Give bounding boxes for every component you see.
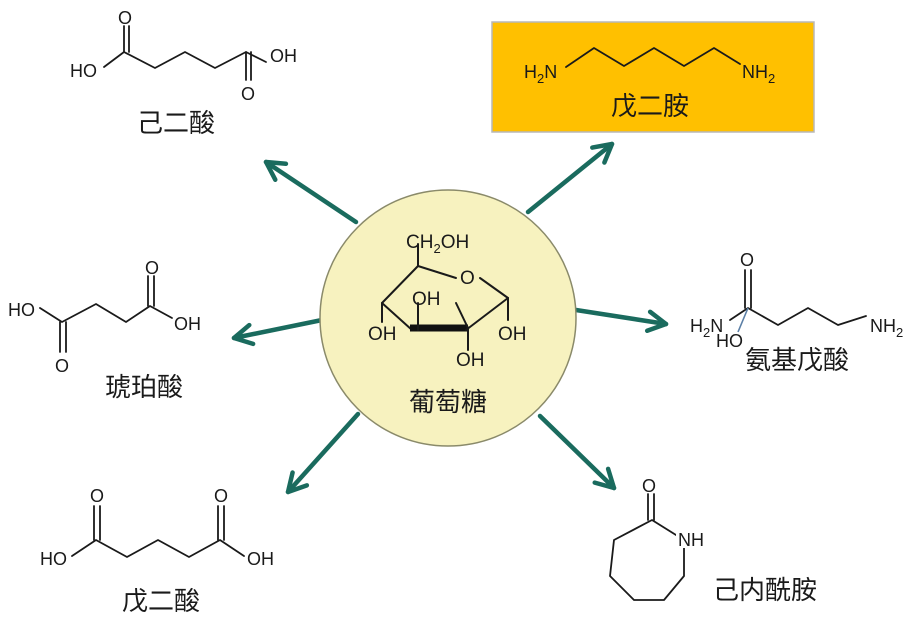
arrowhead	[592, 466, 617, 491]
oh-label: OH	[456, 350, 485, 371]
arrowhead	[644, 309, 669, 334]
amine-label: NH2	[870, 316, 903, 340]
hydroxyl-label: HO	[70, 61, 97, 81]
carbonyl-oxygen-label: O	[55, 356, 69, 376]
caprolactam-structure: O NH	[609, 476, 716, 601]
adipic-acid-structure: O HO OH O	[70, 8, 297, 104]
succinic-acid-label: 琥珀酸	[105, 373, 183, 403]
highlight-box	[491, 21, 815, 133]
glucose-node: CH2OH O OH OH OH OH 葡萄糖	[319, 189, 577, 447]
oh-label: OH	[368, 324, 397, 345]
amine-label: H2N	[690, 316, 723, 340]
adipic-acid: O HO OH O 己二酸	[70, 8, 297, 139]
arrowhead	[590, 141, 615, 165]
aminovaleric-acid-label: 氨基戊酸	[745, 346, 849, 376]
hydroxyl-label: HO	[8, 300, 35, 320]
caprolactam: O NH 己内酰胺	[609, 476, 817, 606]
glucose-circle	[319, 189, 577, 447]
carbonyl-oxygen-label: O	[90, 486, 104, 506]
arrows	[231, 141, 669, 495]
aminovaleric-acid: O H2N HO NH2 氨基戊酸	[690, 250, 903, 376]
ring-oxygen-label: O	[460, 268, 475, 289]
arrow-to-caprolactam	[537, 413, 617, 491]
carbonyl-oxygen-label: O	[214, 486, 228, 506]
oh-label: OH	[498, 324, 527, 345]
carbonyl-oxygen-label: O	[740, 250, 754, 270]
hydroxyl-label: OH	[270, 46, 297, 66]
cadaverine-label: 戊二胺	[611, 92, 689, 122]
arrow-to-glutaric-acid	[285, 411, 361, 495]
arrowhead	[231, 322, 256, 347]
hydroxyl-label: HO	[716, 331, 743, 351]
cadaverine-structure: H2N NH2	[524, 47, 775, 86]
ch2oh-label: CH2OH	[406, 232, 469, 256]
caprolactam-label: 己内酰胺	[713, 576, 817, 606]
glucose-structure: CH2OH O OH OH OH OH	[368, 232, 527, 371]
glucose-label: 葡萄糖	[409, 388, 487, 418]
hydroxyl-label: OH	[174, 314, 201, 334]
arrow-to-succinic-acid	[231, 317, 325, 347]
aminovaleric-acid-structure: O H2N HO NH2	[690, 250, 903, 351]
adipic-acid-label: 己二酸	[137, 109, 215, 139]
carbonyl-oxygen-label: O	[241, 84, 255, 104]
carbonyl-oxygen-label: O	[145, 258, 159, 278]
carbonyl-oxygen-label: O	[642, 476, 656, 496]
oh-label: OH	[412, 289, 441, 310]
glutaric-acid: O O HO OH 戊二酸	[40, 486, 274, 617]
arrow-to-aminovaleric-acid	[573, 307, 669, 334]
arrow-to-adipic-acid	[263, 159, 359, 225]
hydroxyl-label: OH	[247, 549, 274, 569]
arrowhead	[285, 470, 310, 495]
amide-nh-label: NH	[678, 530, 704, 550]
succinic-acid-structure: O HO OH O	[8, 258, 201, 376]
succinic-acid: O HO OH O 琥珀酸	[8, 258, 201, 403]
amine-label: NH2	[742, 62, 775, 86]
glutaric-acid-label: 戊二酸	[122, 587, 200, 617]
arrow-to-cadaverine	[525, 141, 615, 215]
hydroxyl-label: HO	[40, 549, 67, 569]
glutaric-acid-structure: O O HO OH	[40, 486, 274, 569]
cadaverine: H2N NH2 戊二胺	[491, 21, 815, 133]
amine-label: H2N	[524, 62, 557, 86]
arrowhead	[263, 159, 289, 182]
carbonyl-oxygen-label: O	[118, 8, 132, 28]
